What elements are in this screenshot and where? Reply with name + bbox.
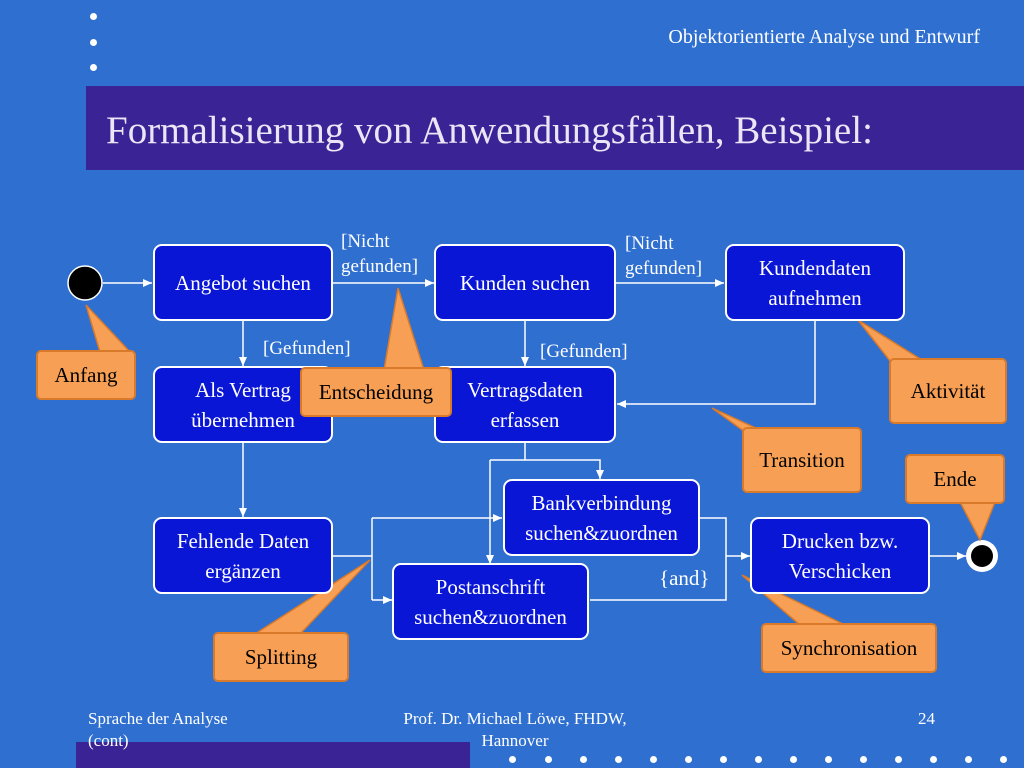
callout-synchronisation: Synchronisation [761, 623, 937, 673]
guard-gefunden-2: [Gefunden] [540, 341, 628, 362]
footer-left: Sprache der Analyse (cont) [88, 709, 228, 750]
page-number: 24 [918, 709, 935, 728]
decor-dot [1000, 756, 1007, 763]
decor-dot [685, 756, 692, 763]
decor-dot [90, 13, 97, 20]
decor-dot [860, 756, 867, 763]
footer-center: Prof. Dr. Michael Löwe, FHDW, Hannover [403, 709, 627, 750]
transition-vertragsdaten-split [524, 443, 604, 479]
guard-gefunden-1: [Gefunden] [263, 338, 351, 359]
decor-dot [615, 756, 622, 763]
decor-dot [965, 756, 972, 763]
end-node [971, 545, 993, 567]
callout-tail-anfang [85, 304, 132, 353]
decor-dot [650, 756, 657, 763]
decor-dot [790, 756, 797, 763]
slide-title: Formalisierung von Anwendungsfällen, Bei… [106, 109, 873, 152]
activity-angebot-suchen: Angebot suchen [153, 244, 333, 321]
activity-bankverbindung: Bankverbindung suchen&zuordnen [503, 479, 700, 556]
activity-postanschrift: Postanschrift suchen&zuordnen [392, 563, 589, 640]
title-bar [86, 86, 1024, 170]
decor-dot [755, 756, 762, 763]
decor-dot [580, 756, 587, 763]
course-title: Objektorientierte Analyse und Entwurf [668, 26, 980, 48]
decor-dot [90, 39, 97, 46]
join-bar [590, 517, 727, 601]
callout-entscheidung: Entscheidung [300, 367, 452, 417]
callout-transition: Transition [742, 427, 862, 493]
join-and-label: {and} [659, 566, 710, 590]
activity-fehlende-daten-ergaenzen: Fehlende Daten ergänzen [153, 517, 333, 594]
decor-dot [545, 756, 552, 763]
decor-dot [509, 756, 516, 763]
callout-splitting: Splitting [213, 632, 349, 682]
activity-vertragsdaten-erfassen: Vertragsdaten erfassen [434, 366, 616, 443]
activity-kunden-suchen: Kunden suchen [434, 244, 616, 321]
footer-bar [76, 742, 470, 768]
guard-nicht-gefunden-2: [Nicht gefunden] [625, 233, 703, 279]
activity-als-vertrag-uebernehmen: Als Vertrag übernehmen [153, 366, 333, 443]
decor-dot [825, 756, 832, 763]
callout-tail-ende [958, 501, 997, 542]
decor-dot [895, 756, 902, 763]
decor-dot [90, 64, 97, 71]
guard-nicht-gefunden-1: [Nicht gefunden] [341, 231, 419, 277]
decor-dot [930, 756, 937, 763]
start-node [67, 265, 103, 301]
callout-tail-entscheidung [383, 287, 426, 371]
decor-dot [720, 756, 727, 763]
callout-ende: Ende [905, 454, 1005, 504]
transition-kundendaten-vertragsdaten [617, 321, 816, 408]
callout-anfang: Anfang [36, 350, 136, 400]
callout-aktivitaet: Aktivität [889, 358, 1007, 424]
activity-drucken-verschicken: Drucken bzw. Verschicken [750, 517, 930, 594]
activity-kundendaten-aufnehmen: Kundendaten aufnehmen [725, 244, 905, 321]
